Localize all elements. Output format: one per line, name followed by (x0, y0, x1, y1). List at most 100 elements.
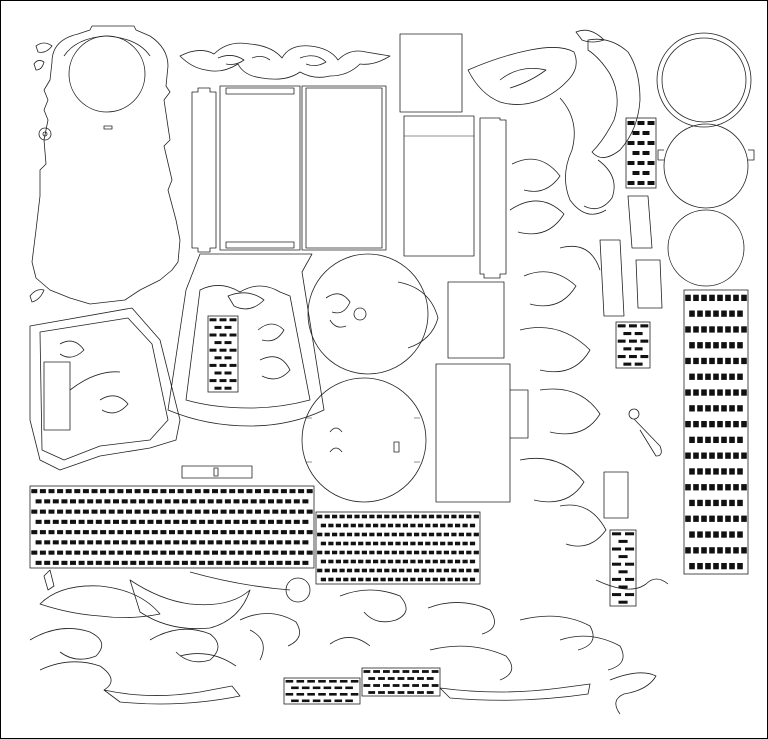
flex-slot (216, 499, 223, 504)
flex-slot (173, 499, 180, 504)
flex-slot (143, 550, 150, 555)
flex-slot (74, 550, 81, 555)
flex-slot (214, 341, 222, 345)
flex-slot (410, 523, 416, 528)
flex-slot (689, 531, 695, 538)
flex-slot (380, 559, 386, 564)
flex-slot (737, 373, 743, 380)
flex-slot (391, 532, 397, 537)
flex-slot (296, 693, 305, 696)
flex-slot (717, 389, 723, 396)
flex-slot (289, 489, 296, 494)
flex-slot (623, 362, 632, 366)
flex-strip-right-tall (683, 289, 749, 575)
flex-slot (87, 519, 94, 524)
flex-slot (737, 468, 743, 475)
flex-slot (632, 151, 640, 155)
flex-slot (61, 540, 68, 545)
flex-slot (410, 577, 416, 582)
flex-slot (729, 468, 735, 475)
flex-slot (705, 468, 711, 475)
flex-slot (361, 550, 367, 555)
flex-slot (693, 547, 699, 554)
flex-slot (214, 386, 222, 390)
flex-slot (693, 357, 699, 365)
flex-slot (376, 568, 382, 573)
flex-slot (209, 333, 217, 337)
flex-slot (421, 532, 427, 537)
flex-slot (455, 523, 461, 528)
flex-slot (387, 523, 394, 528)
flex-slot (384, 514, 390, 519)
flex-slot (190, 560, 197, 565)
flex-slot (422, 684, 429, 687)
flex-slot (224, 499, 231, 504)
flex-slot (156, 540, 163, 545)
flex-slot (224, 560, 231, 565)
flex-slot (255, 550, 261, 555)
flex-slot (733, 294, 739, 301)
flex-slot (350, 680, 359, 683)
flex-slot (87, 540, 94, 545)
flex-slot (737, 436, 743, 443)
flex-slot (733, 484, 739, 491)
flex-slot (207, 499, 214, 504)
flex-slot (229, 318, 237, 322)
flex-slot (399, 514, 405, 519)
flex-slot (380, 577, 386, 582)
flex-slot (741, 547, 747, 554)
flex-slot (713, 499, 719, 507)
flex-slot (725, 452, 731, 459)
flex-slot (725, 357, 731, 365)
flex-slot (729, 310, 735, 317)
flex-slot (343, 577, 349, 582)
flex-slot (717, 452, 723, 459)
flex-slot (95, 499, 102, 504)
flex-slot (317, 514, 323, 519)
flex-slot (186, 509, 193, 514)
flex-slot (250, 540, 257, 545)
flex-slot (151, 530, 158, 535)
flex-slot (302, 519, 309, 524)
flex-slot (717, 326, 723, 333)
flex-slot (737, 531, 743, 538)
flex-slot (412, 670, 419, 673)
flex-slot (82, 489, 89, 494)
flex-slot (717, 547, 723, 554)
flex-slot (384, 532, 390, 537)
flex-slot (246, 550, 253, 555)
flex-slot (229, 379, 237, 383)
flex-slot (57, 550, 64, 555)
flex-slot (346, 568, 353, 573)
flex-slot (121, 499, 128, 504)
flex-slot (697, 310, 703, 317)
flex-slot (224, 540, 231, 545)
flex-strip-bottom-1 (283, 677, 361, 705)
flex-slot (48, 509, 55, 514)
flex-slot (368, 677, 376, 680)
flex-slot (324, 532, 330, 537)
flex-slot (328, 541, 334, 546)
flex-slot (387, 577, 394, 582)
flex-slot (343, 541, 349, 546)
flex-strip-center-long (315, 511, 481, 585)
flex-slot (242, 519, 249, 524)
flex-slot (737, 405, 743, 412)
flex-slot (113, 499, 119, 504)
flex-strip-outline (361, 667, 441, 697)
flex-slot (693, 484, 699, 491)
flex-slot (312, 686, 321, 690)
flex-slot (376, 532, 382, 537)
flex-slot (368, 691, 376, 694)
flex-slot (383, 670, 390, 673)
flex-slot (737, 310, 743, 317)
flex-slot (61, 560, 68, 565)
flex-slot (421, 568, 427, 573)
flex-slot (685, 484, 691, 491)
flex-slot (414, 514, 420, 519)
flex-slot (637, 161, 645, 165)
flex-slot (350, 577, 356, 582)
flex-slot (276, 519, 283, 524)
